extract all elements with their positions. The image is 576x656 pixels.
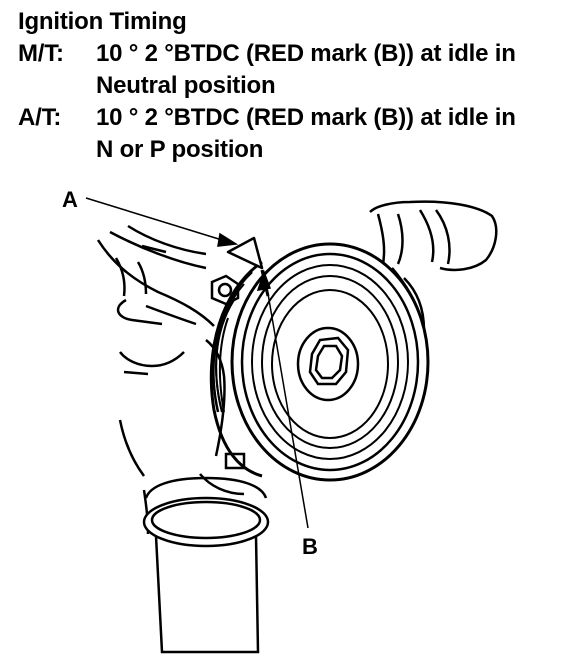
callout-b-label: B	[302, 534, 318, 559]
spec-label-mt: M/T:	[18, 40, 64, 67]
spec-row-mt: M/T: 10 ° 2 °BTDC (RED mark (B)) at idle…	[18, 38, 568, 102]
spec-line-mt-1: 10 ° 2 °BTDC (RED mark (B)) at idle in	[96, 40, 516, 67]
spec-text-at: 10 ° 2 °BTDC (RED mark (B)) at idle in N…	[96, 102, 568, 166]
callout-a-label: A	[62, 187, 78, 212]
engine-bracket	[96, 224, 245, 535]
spec-heading: Ignition Timing	[18, 8, 187, 35]
bracket-bolt	[210, 274, 240, 306]
spec-text-mt: 10 ° 2 °BTDC (RED mark (B)) at idle in N…	[96, 38, 568, 102]
spec-row-at: A/T: 10 ° 2 °BTDC (RED mark (B)) at idle…	[18, 102, 568, 166]
leader-lines	[85, 197, 309, 529]
spec-line-at-1: 10 ° 2 °BTDC (RED mark (B)) at idle in	[96, 104, 516, 131]
spec-line-mt-2: Neutral position	[96, 72, 276, 99]
spec-label-at: A/T:	[18, 104, 62, 131]
spec-line-at-2: N or P position	[96, 136, 264, 163]
ignition-timing-spec: Ignition Timing M/T: 10 ° 2 °BTDC (RED m…	[18, 6, 568, 166]
oil-filter	[142, 476, 270, 654]
timing-pointer	[226, 236, 264, 270]
pulley-center-bolt	[308, 336, 350, 386]
